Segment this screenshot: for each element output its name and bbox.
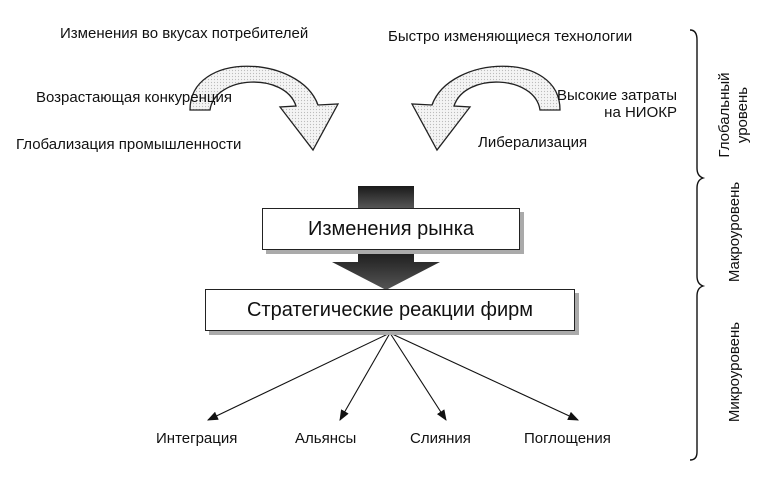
dark-down-arrow: [332, 250, 440, 290]
level-global-line1: Глобальный: [716, 72, 733, 158]
outcome-acquisitions: Поглощения: [524, 430, 611, 447]
fan-out-arrows: [207, 332, 579, 421]
factor-consumer-tastes: Изменения во вкусах потребителей: [60, 25, 309, 42]
outcome-mergers: Слияния: [410, 430, 471, 447]
level-macro: Макроуровень: [726, 181, 743, 283]
strategic-reactions-label: Стратегические реакции фирм: [246, 298, 534, 321]
factor-technologies: Быстро изменяющиеся технологии: [388, 28, 633, 45]
outcome-alliances: Альянсы: [295, 430, 357, 447]
outcome-integration: Интеграция: [156, 430, 238, 447]
level-brace: [689, 29, 706, 461]
strategic-reactions-box: Стратегические реакции фирм: [205, 289, 575, 331]
market-change-label: Изменения рынка: [307, 217, 475, 240]
factor-liberalization: Либерализация: [478, 134, 588, 151]
dark-connector-block: [358, 186, 414, 208]
factor-competition: Возрастающая конкуренция: [36, 89, 232, 106]
level-global-line2: уровень: [734, 86, 751, 144]
factor-rnd-costs-line1: Высокие затраты: [556, 87, 677, 104]
left-curved-arrow: [189, 65, 340, 152]
factor-rnd-costs-line2: на НИОКР: [604, 104, 677, 121]
level-global: Глобальный уровень: [716, 55, 756, 175]
right-curved-arrow: [410, 65, 561, 152]
level-micro: Микроуровень: [726, 321, 743, 423]
factor-globalization: Глобализация промышленности: [16, 136, 242, 153]
market-change-box: Изменения рынка: [262, 208, 520, 250]
